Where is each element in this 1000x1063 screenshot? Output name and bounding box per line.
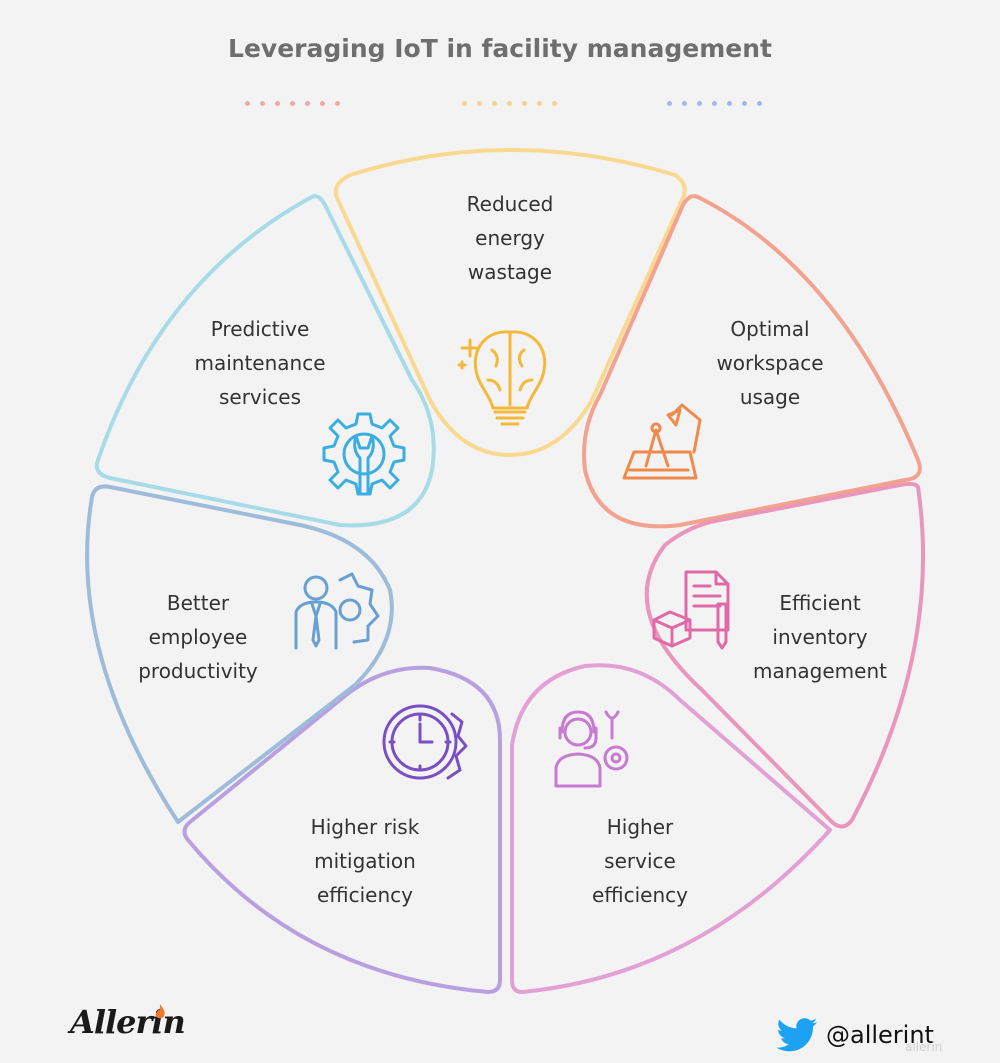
inventory-document-icon [652,570,730,650]
label-service: Higher service efficiency [591,815,688,907]
label-risk: Higher risk mitigation efficiency [310,815,420,907]
dots-divider-right [667,98,767,110]
brain-bulb-icon [457,330,547,426]
wrench-gear-icon [322,412,406,496]
label-maintenance: Predictive maintenance services [194,317,326,409]
support-agent-icon [554,710,629,788]
segment-risk [182,665,502,994]
page-title: Leveraging IoT in facility management [228,34,772,63]
segment-workspace [582,194,922,529]
segment-inventory [644,481,926,829]
label-inventory: Efficient inventory management [753,591,887,683]
segment-energy [333,148,687,457]
label-workspace: Optimal workspace usage [716,317,824,409]
twitter-handle: @allerint [826,1021,934,1049]
label-productivity: Better employee productivity [138,591,258,683]
twitter-bird-icon [776,1018,817,1052]
drafting-table-icon [622,403,702,480]
allerin-logo: Allerin [70,1003,186,1041]
dots-divider-left [245,98,345,110]
label-energy: Reduced energy wastage [466,192,554,284]
flame-icon [155,1004,165,1019]
segment-service [510,663,832,994]
employee-gear-icon [294,572,380,650]
watermark: allerin [905,1040,943,1054]
clock-gear-icon [382,704,468,780]
dots-divider-center [462,98,562,110]
segment-maintenance [94,194,436,528]
segment-productivity [85,484,394,824]
